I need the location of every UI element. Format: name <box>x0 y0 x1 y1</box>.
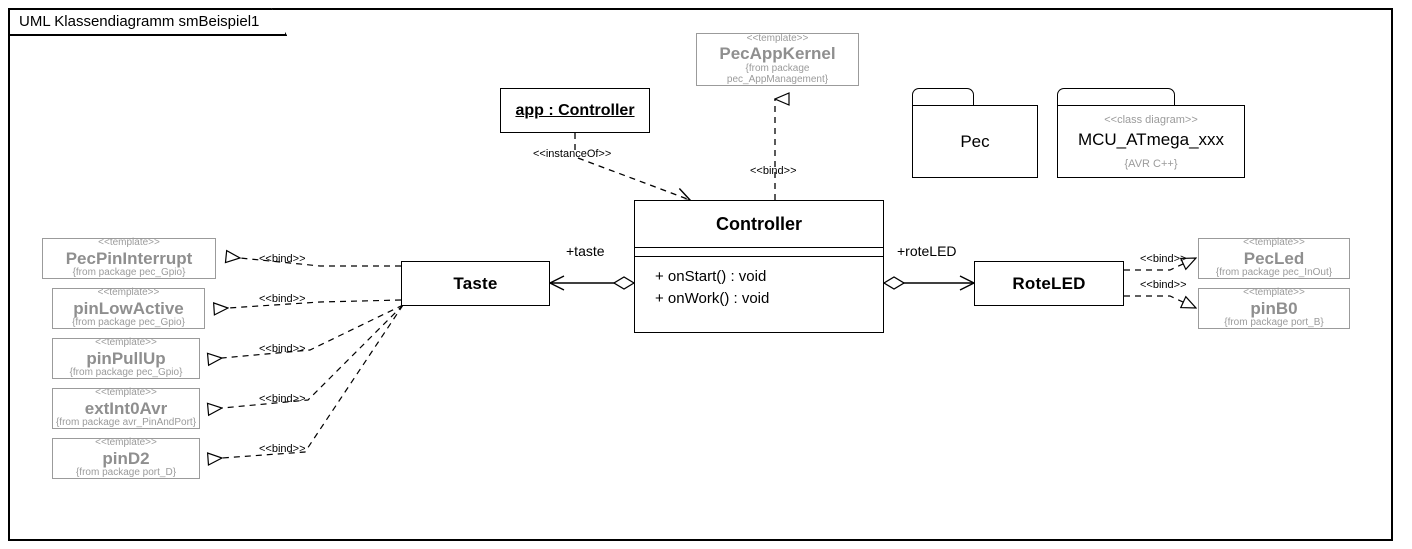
class-pecled[interactable]: <<template>> PecLed {from package pec_In… <box>1198 238 1350 279</box>
class-name: Taste <box>453 273 498 293</box>
class-pinpullup[interactable]: <<template>> pinPullUp {from package pec… <box>52 338 200 379</box>
package-label: {from package avr_PinAndPort} <box>55 417 197 429</box>
operation-item: + onStart() : void <box>655 268 767 285</box>
compartment-divider-2 <box>635 256 883 257</box>
object-name: app : Controller <box>515 101 635 119</box>
operation-item: + onWork() : void <box>655 289 770 307</box>
package-body: <<class diagram>> MCU_ATmega_xxx {AVR C+… <box>1057 105 1245 178</box>
class-pinb0[interactable]: <<template>> pinB0 {from package port_B} <box>1198 288 1350 329</box>
diagram-title-tab: UML Klassendiagramm smBeispiel1 <box>8 8 287 36</box>
edge-label-bind-pinpullup: <<bind>> <box>259 343 306 355</box>
class-pinlowactive[interactable]: <<template>> pinLowActive {from package … <box>52 288 205 329</box>
edge-label-role-taste: +taste <box>566 243 605 259</box>
edge-label-bind-pinlowactive: <<bind>> <box>259 293 306 305</box>
stereotype-label: <<template>> <box>95 437 157 449</box>
class-controller[interactable]: Controller + onStart() : void + onWork()… <box>634 200 884 333</box>
class-name: PecPinInterrupt <box>65 248 193 268</box>
package-note: {AVR C++} <box>1124 157 1178 170</box>
class-name: pinPullUp <box>86 348 166 368</box>
edge-label-bind-pecappkernel: <<bind>> <box>750 165 797 177</box>
edge-label-bind-pecpininterrupt: <<bind>> <box>259 253 306 265</box>
package-label: {from package pec_Gpio} <box>69 367 183 379</box>
package-label: {from package port_D} <box>75 467 177 479</box>
diagram-title: UML Klassendiagramm smBeispiel1 <box>19 13 260 30</box>
operations-compartment: + onStart() : void + onWork() : void <box>635 257 883 332</box>
class-extint0avr[interactable]: <<template>> extInt0Avr {from package av… <box>52 388 200 429</box>
class-name: Controller <box>715 213 802 234</box>
class-roteled[interactable]: RoteLED <box>974 261 1124 306</box>
edge-label-bind-extint0avr: <<bind>> <box>259 393 306 405</box>
package-name: Pec <box>960 131 990 151</box>
package-stereotype: <<class diagram>> <box>1104 113 1198 126</box>
package-body: Pec <box>912 105 1038 178</box>
class-name: pinLowActive <box>73 298 184 318</box>
class-pecpininterrupt[interactable]: <<template>> PecPinInterrupt {from packa… <box>42 238 216 279</box>
compartment-divider-1 <box>635 247 883 248</box>
object-app-controller[interactable]: app : Controller <box>500 88 650 133</box>
package-label: {from package port_B} <box>1224 317 1324 329</box>
stereotype-label: <<template>> <box>1243 287 1305 299</box>
package-tab <box>912 88 974 106</box>
diagram-frame <box>8 8 1393 541</box>
stereotype-label: <<template>> <box>97 287 160 299</box>
stereotype-label: <<template>> <box>95 337 157 349</box>
edge-label-instanceof: <<instanceOf>> <box>533 148 612 160</box>
edge-label-bind-pecled: <<bind>> <box>1140 253 1187 265</box>
package-label: {from package pec_Gpio} <box>72 317 185 329</box>
attributes-compartment <box>635 248 883 256</box>
edge-label-bind-pind2: <<bind>> <box>259 443 306 455</box>
package-label: {from package pec_Gpio} <box>72 267 186 279</box>
stereotype-label: <<template>> <box>95 387 157 399</box>
package-label: {from package pec_InOut} <box>1215 267 1333 279</box>
package-name: MCU_ATmega_xxx <box>1077 129 1225 149</box>
package-tab <box>1057 88 1175 106</box>
class-name: extInt0Avr <box>84 398 168 418</box>
stereotype-label: <<template>> <box>1243 237 1305 249</box>
package-mcu-atmega[interactable]: <<class diagram>> MCU_ATmega_xxx {AVR C+… <box>1057 88 1245 178</box>
package-pec[interactable]: Pec <box>912 88 1038 178</box>
class-name: PecLed <box>1243 248 1305 268</box>
class-name: RoteLED <box>1012 273 1086 293</box>
class-name: pinB0 <box>1250 298 1298 318</box>
class-name: pinD2 <box>102 448 150 468</box>
edge-label-bind-pinb0: <<bind>> <box>1140 279 1187 291</box>
class-taste[interactable]: Taste <box>401 261 550 306</box>
class-pind2[interactable]: <<template>> pinD2 {from package port_D} <box>52 438 200 479</box>
package-label: {from package pec_AppManagement} <box>726 63 829 85</box>
edge-label-role-roteled: +roteLED <box>897 243 957 259</box>
class-name: PecAppKernel <box>719 44 836 64</box>
stereotype-label: <<template>> <box>746 32 809 44</box>
class-pecappkernel[interactable]: <<template>> PecAppKernel {from package … <box>696 33 859 86</box>
stereotype-label: <<template>> <box>98 237 160 249</box>
